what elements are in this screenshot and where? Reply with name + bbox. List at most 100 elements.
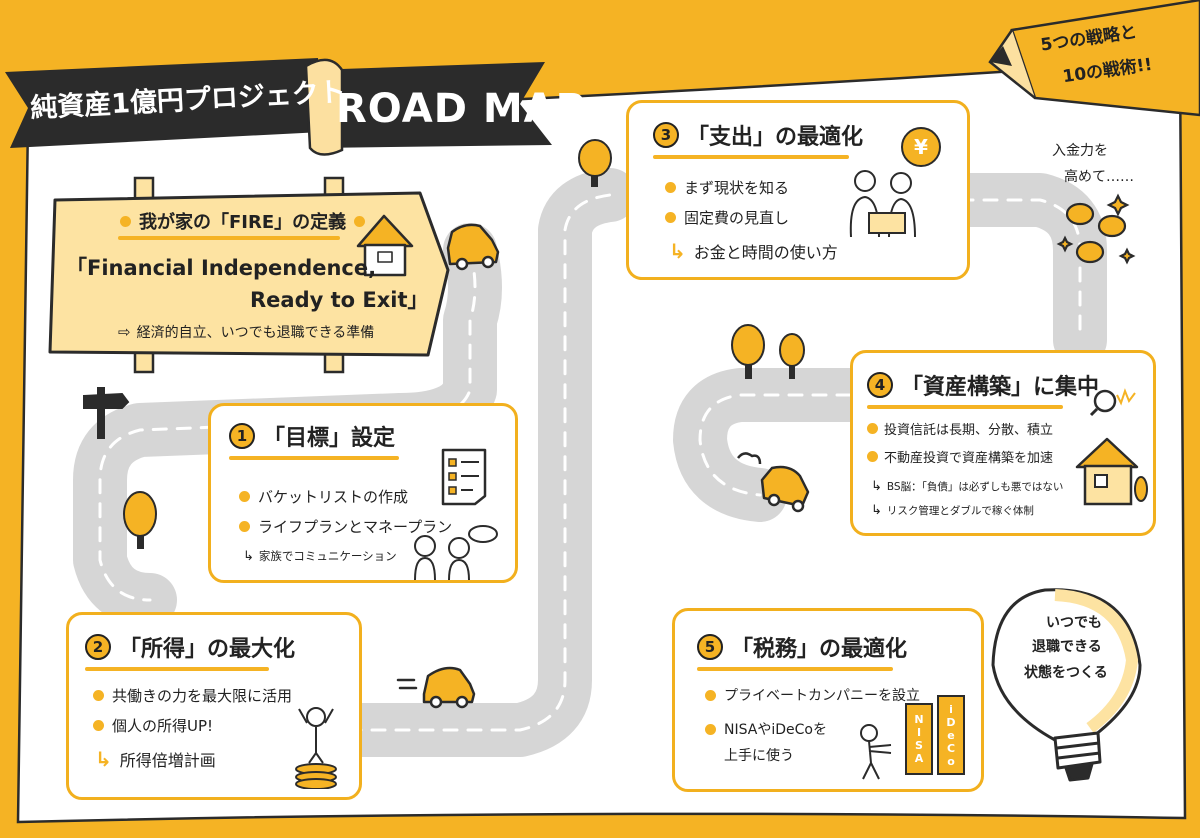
bulb-line2: 退職できる	[1032, 639, 1102, 655]
section-assets-sub-2: ↳ リスク管理とダブルで稼ぐ体制	[871, 503, 1034, 518]
checklist-icon	[441, 448, 487, 506]
section-assets-sub-1: ↳ BS脳：「負債」は必ずしも悪ではない	[871, 479, 1063, 494]
fire-heading: 我が家の「FIRE」の定義	[120, 208, 366, 234]
tree-icon	[731, 324, 805, 379]
bullet-dot	[867, 423, 878, 434]
section-income-title: 2 「所得」の最大化	[85, 631, 295, 663]
banner-subtitle: ROAD MAP	[336, 86, 586, 132]
return-arrow-icon: ↳	[871, 479, 882, 494]
rental-house-icon	[1075, 437, 1148, 506]
section-income-item-1-text: 共働きの力を最大限に活用	[112, 687, 293, 705]
section-goal-item-1-text: バケットリストの作成	[258, 488, 409, 506]
lightbulb-icon	[991, 588, 1142, 782]
section-goal-card: 1 「目標」設定 バケットリストの作成 ライフプランとマネープラン ↳家族でコミ…	[208, 403, 518, 583]
yen-symbol: ¥	[914, 135, 928, 159]
income-note-line2: 高めて……	[1064, 169, 1134, 185]
fire-heading-text: 我が家の「FIRE」の定義	[139, 212, 347, 233]
bullet-dot	[705, 689, 716, 701]
section-assets-card: 4 「資産構築」に集中 投資信託は長期、分散、積立 不動産投資で資産構築を加速 …	[850, 350, 1156, 536]
person-pushing-icon	[860, 724, 892, 780]
section-assets-title-text: 「資産構築」に集中	[901, 375, 1100, 400]
bullet-dot	[705, 723, 716, 735]
banner-right	[312, 62, 552, 148]
car-icon	[737, 452, 810, 513]
section-expense-item-2-text: 固定費の見直し	[684, 209, 790, 227]
step-number-badge: 1	[229, 423, 255, 449]
fire-quote-line1: 「Financial Independence,	[66, 256, 377, 280]
section-expense-item-2: 固定費の見直し	[665, 207, 789, 228]
bullet-dot	[93, 690, 104, 701]
section-assets-sub-1-text: BS脳：「負債」は必ずしも悪ではない	[886, 481, 1064, 493]
section-expense-underline	[653, 155, 849, 159]
section-assets-item-2: 不動産投資で資産構築を加速	[867, 447, 1053, 466]
nisa-block-label: NISA	[905, 703, 933, 775]
fire-note: ⇨ 経済的自立、いつでも退職できる準備	[118, 322, 374, 342]
pencil-icon	[1010, 0, 1200, 117]
magnifier-icon	[1089, 388, 1136, 417]
section-tax-item-1: プライベートカンパニーを設立	[705, 685, 920, 705]
fire-quote-line2: Ready to Exit」	[250, 288, 429, 312]
section-tax-title-text: 「税務」の最適化	[731, 637, 908, 662]
section-tax-card: 5 「税務」の最適化 プライベートカンパニーを設立 NISAやiDeCoを 上手…	[672, 608, 984, 792]
step-number-badge: 4	[867, 372, 893, 398]
step-number-badge: 3	[653, 122, 679, 148]
bullet-dot	[354, 215, 366, 227]
direction-post-icon	[83, 387, 130, 439]
tree-icon	[578, 139, 612, 187]
section-income-item-2-text: 個人の所得UP!	[112, 717, 214, 735]
section-income-title-text: 「所得」の最大化	[119, 637, 296, 662]
section-goal-title: 1 「目標」設定	[229, 420, 395, 452]
section-goal-title-text: 「目標」設定	[263, 426, 396, 451]
people-talking-icon	[414, 525, 498, 581]
bulb-line3: 状態をつくる	[1024, 665, 1108, 681]
section-tax-underline	[697, 667, 893, 671]
bulb-line1: いつでも	[1046, 615, 1102, 631]
return-arrow-icon: ↳	[95, 747, 112, 771]
section-expense-sub-text: お金と時間の使い方	[693, 243, 838, 262]
section-expense-item-1-text: まず現状を知る	[684, 179, 790, 197]
step-number-badge: 5	[697, 634, 723, 660]
return-arrow-icon: ↳	[243, 548, 254, 564]
section-income-item-1: 共働きの力を最大限に活用	[93, 685, 292, 706]
car-icon	[396, 666, 476, 709]
fire-signpost	[48, 176, 450, 374]
bullet-dot	[93, 720, 104, 731]
couple-planning-icon	[849, 170, 916, 238]
ideco-blocks: iDeCo	[937, 695, 965, 775]
fire-heading-underline	[118, 236, 340, 240]
bullet-dot	[239, 491, 250, 502]
section-expense-title-text: 「支出」の最適化	[687, 125, 864, 150]
section-expense-sub: ↳ お金と時間の使い方	[669, 239, 838, 263]
bullet-dot	[239, 521, 250, 532]
house-icon	[356, 214, 414, 277]
section-goal-underline	[229, 456, 399, 460]
section-expense-item-1: まず現状を知る	[665, 177, 789, 198]
section-income-item-2: 個人の所得UP!	[93, 715, 213, 736]
section-assets-sub-2-text: リスク管理とダブルで稼ぐ体制	[886, 505, 1034, 517]
section-goal-sub: ↳家族でコミュニケーション	[243, 548, 397, 564]
bullet-dot	[120, 215, 131, 227]
bullet-dot	[867, 451, 878, 462]
section-income-underline	[85, 667, 269, 671]
section-income-sub-text: 所得倍増計画	[119, 751, 216, 770]
tree-icon	[123, 491, 157, 549]
section-tax-item-2-text: NISAやiDeCoを	[724, 722, 827, 738]
section-assets-item-1: 投資信託は長期、分散、積立	[867, 419, 1053, 438]
ideco-block-label: iDeCo	[937, 695, 965, 775]
fire-note-text: 経済的自立、いつでも退職できる準備	[136, 325, 375, 341]
section-assets-title: 4 「資産構築」に集中	[867, 369, 1099, 401]
banner-scroll	[304, 58, 344, 156]
return-arrow-icon: ↳	[871, 503, 882, 518]
section-goal-item-2: ライフプランとマネープラン	[239, 516, 452, 537]
section-expense-card: 3 「支出」の最適化 まず現状を知る 固定費の見直し ↳ お金と時間の使い方 ¥	[626, 100, 970, 280]
section-expense-title: 3 「支出」の最適化	[653, 119, 863, 151]
return-arrow-icon: ↳	[669, 239, 686, 263]
section-goal-item-1: バケットリストの作成	[239, 486, 408, 507]
bullet-dot	[665, 182, 676, 193]
coins-icon	[1056, 193, 1136, 265]
yen-bubble-icon: ¥	[901, 127, 941, 167]
section-assets-underline	[867, 405, 1063, 409]
section-income-card: 2 「所得」の最大化 共働きの力を最大限に活用 個人の所得UP! ↳ 所得倍増計画	[66, 612, 362, 800]
section-income-sub: ↳ 所得倍増計画	[95, 747, 216, 771]
